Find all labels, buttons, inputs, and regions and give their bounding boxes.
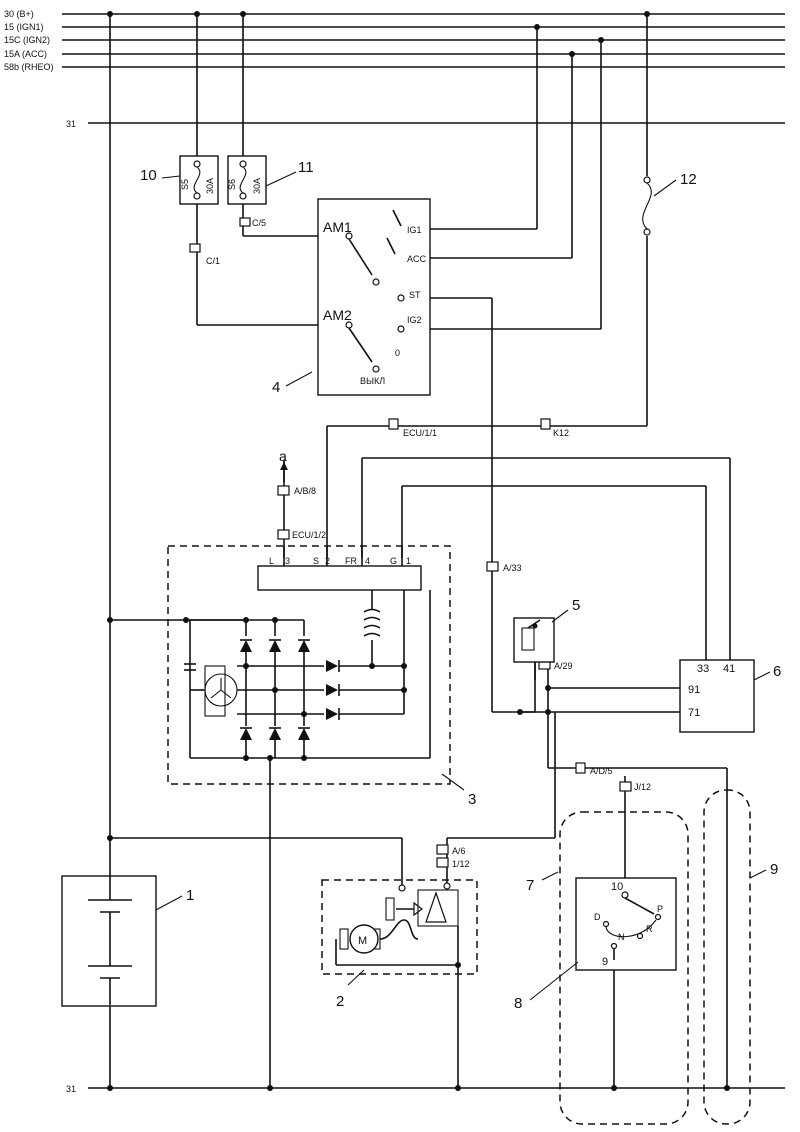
alt-pin-fr: FR	[345, 556, 357, 566]
switch-acc: ACC	[407, 254, 427, 264]
switch-am2: AM2	[323, 307, 352, 323]
connector-k12: K12	[553, 428, 569, 438]
callout-9: 9	[770, 861, 778, 878]
bus-label-31: 31	[66, 119, 76, 129]
callout-5: 5	[572, 597, 580, 614]
connector-ab8: A/B/8	[294, 486, 316, 496]
harness-9	[703, 789, 751, 1125]
callout-4: 4	[272, 379, 280, 396]
switch-ig2: IG2	[407, 315, 422, 325]
switch-st: ST	[409, 290, 421, 300]
callout-7: 7	[526, 877, 534, 894]
ecu-pin-91: 91	[688, 684, 700, 696]
starter-2: M	[321, 879, 478, 975]
ecu-pin-33: 33	[697, 663, 709, 675]
connector-markers: C/1 C/5 ECU/1/1 K12 A/B/8 ECU/1/2 A/33 A…	[189, 217, 651, 869]
range-d: D	[594, 912, 601, 922]
connector-c5: C/5	[252, 218, 266, 228]
callout-6: 6	[773, 663, 781, 680]
ground-label-31: 31	[66, 1084, 76, 1094]
alt-pin-g: G	[390, 556, 397, 566]
range-switch: 10 9 D N R P	[559, 811, 689, 1125]
fuse-s5: S5 30A	[179, 155, 219, 205]
bus-label-58b: 58b (RHEO)	[4, 62, 54, 72]
connector-ecu12: ECU/1/2	[292, 530, 326, 540]
connector-ad5: A/D/5	[590, 766, 613, 776]
fuse-12	[642, 176, 652, 236]
alt-pin-fr-num: 4	[365, 556, 370, 566]
alt-pin-l: L	[269, 556, 274, 566]
alt-pin-s: S	[313, 556, 319, 566]
connector-j12: J/12	[634, 782, 651, 792]
ignition-switch: AM1 AM2 IG1 ACC ST IG2 0 ВЫКЛ	[317, 198, 431, 396]
bus-label-30: 30 (B+)	[4, 9, 34, 19]
signal-a: a	[279, 448, 288, 482]
range-r: R	[646, 924, 653, 934]
bus-lines	[62, 13, 785, 1089]
alt-pin-g-num: 1	[406, 556, 411, 566]
switch-off: ВЫКЛ	[360, 376, 385, 386]
junction-dots	[107, 11, 730, 1091]
signal-a-label: a	[279, 448, 287, 464]
callout-10: 10	[140, 167, 157, 184]
connector-a6: A/6	[452, 846, 466, 856]
connector-ecu11: ECU/1/1	[403, 428, 437, 438]
callout-2: 2	[336, 993, 344, 1010]
ecu-pin-71: 71	[688, 707, 700, 719]
connector-a33: A/33	[503, 563, 522, 573]
connector-1-12: 1/12	[452, 859, 470, 869]
connector-a29: A/29	[554, 661, 573, 671]
bus-label-15: 15 (IGN1)	[4, 22, 44, 32]
switch-ig1: IG1	[407, 225, 422, 235]
switch-zero: 0	[395, 348, 400, 358]
callout-1: 1	[186, 887, 194, 904]
connector-c1: C/1	[206, 256, 220, 266]
alt-pin-l-num: 3	[285, 556, 290, 566]
range-p: P	[657, 904, 663, 914]
callouts: 1 2 3 4 5 6 7 8 9 10 11 12	[140, 159, 781, 1012]
callout-8: 8	[514, 995, 522, 1012]
callout-3: 3	[468, 791, 476, 808]
fuse-s6-id: S6	[227, 179, 237, 190]
fuse-s6-rating: 30A	[252, 178, 262, 194]
fuse-s5-id: S5	[180, 179, 190, 190]
alternator: L 3 S 2 FR 4 G 1	[167, 545, 451, 785]
ecu-pin-41: 41	[723, 663, 735, 675]
range-pin-10: 10	[611, 881, 623, 893]
fuse-s6: S6 30A	[227, 155, 267, 205]
ecu-6: 33 41 91 71	[679, 659, 755, 733]
bus-label-15c: 15C (IGN2)	[4, 35, 50, 45]
callout-12: 12	[680, 171, 697, 188]
bus-labels: 30 (B+) 15 (IGN1) 15C (IGN2) 15A (ACC) 5…	[4, 9, 76, 1094]
relay-5	[513, 617, 555, 680]
fuse-s5-rating: 30A	[205, 178, 215, 194]
switch-am1: AM1	[323, 219, 352, 235]
range-pin-9: 9	[602, 956, 608, 968]
callout-11: 11	[298, 159, 314, 176]
bus-label-15a: 15A (ACC)	[4, 49, 47, 59]
battery	[61, 875, 157, 1007]
starter-motor-label: M	[358, 935, 367, 947]
